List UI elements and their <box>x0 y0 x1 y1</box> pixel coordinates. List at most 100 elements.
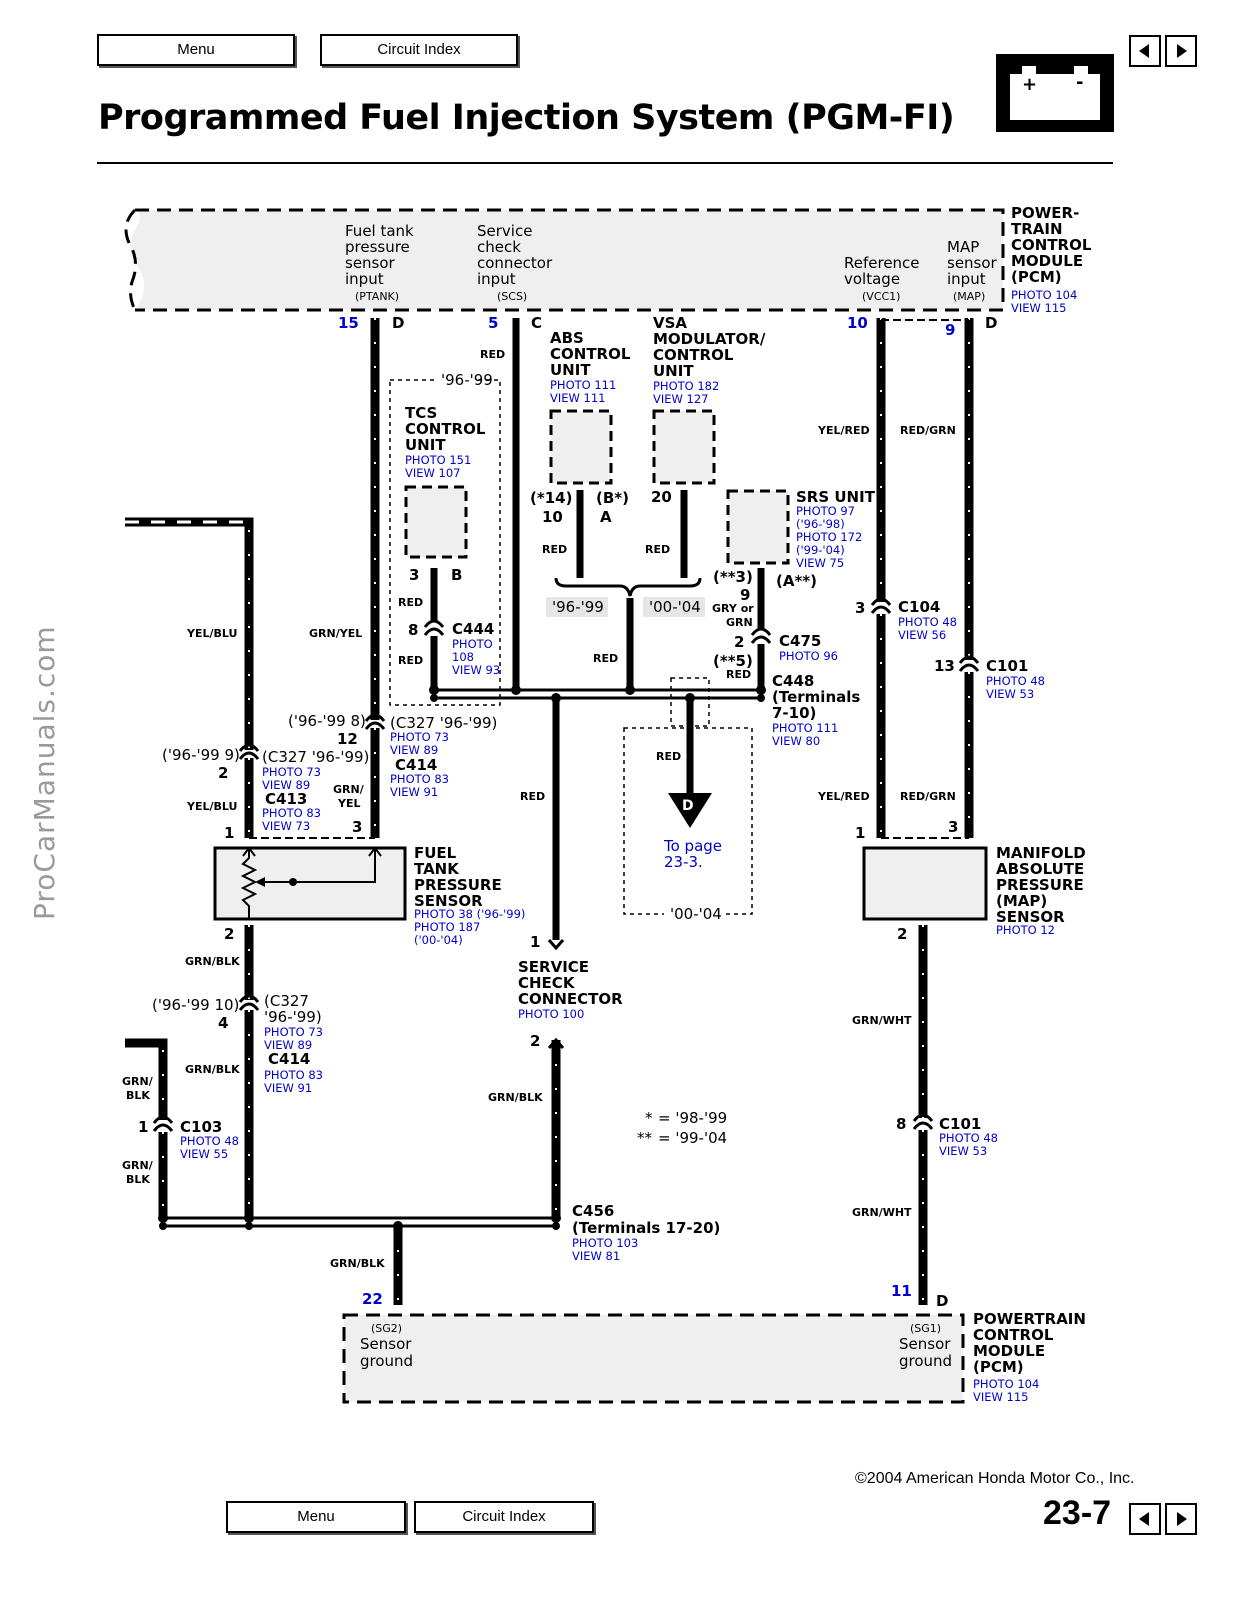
map-sensor-pin-1: 1 <box>855 824 865 842</box>
c448-sub-0: (Terminals <box>772 688 860 706</box>
c414a-name: C414 <box>395 756 437 774</box>
c456-name: C456 <box>572 1202 614 1220</box>
pcm-top-label: POWER- TRAIN CONTROL MODULE (PCM) PHOTO … <box>1011 204 1092 315</box>
wire-labels: RED RED RED RED RED RED RED RED RED YEL/… <box>122 348 956 1270</box>
pcm-bottom-box: 22 (SG2) Sensor ground 11 D (SG1) Sensor… <box>342 1282 1086 1404</box>
offpage-years: '00-'04 <box>670 905 722 923</box>
c448-pin: (**5) <box>713 652 753 670</box>
wires <box>125 318 974 1305</box>
pcm-bottom-name-3: (PCM) <box>973 1358 1024 1376</box>
abs-pin-b: (B*) <box>596 489 629 507</box>
c414b-ref-0: PHOTO 83 <box>264 1068 323 1082</box>
abs-name-2: UNIT <box>550 361 591 379</box>
pcm-bottom-right-line-1: ground <box>899 1352 952 1370</box>
c104-name: C104 <box>898 598 940 616</box>
c101-top-pin: 13 <box>934 657 955 675</box>
vsa-ref-1: VIEW 127 <box>653 392 709 406</box>
wire-red-tcs-2: RED <box>398 654 423 667</box>
arrow-right-icon <box>1177 44 1187 58</box>
scc-name-1: CHECK <box>518 974 576 992</box>
wire-red-offpage: RED <box>656 750 681 763</box>
abs-name-1: CONTROL <box>550 345 631 363</box>
pcm-top-name-2: CONTROL <box>1011 236 1092 254</box>
c448-sub-1: 7-10) <box>772 704 816 722</box>
wire-yel-blu-1: YEL/BLU <box>186 627 237 640</box>
pcm-top-ref-1: VIEW 115 <box>1011 301 1067 315</box>
c413-ref-0: PHOTO 83 <box>262 806 321 820</box>
pcm-top-box <box>124 208 1005 312</box>
next-page-button-bottom[interactable] <box>1165 1503 1197 1535</box>
map-line-0: MAP <box>947 238 979 256</box>
prev-page-button[interactable] <box>1129 35 1161 67</box>
fuel-tank-pressure-sensor: FUEL TANK PRESSURE SENSOR PHOTO 38 ('96-… <box>213 818 525 947</box>
c475-pin: 2 <box>734 633 744 651</box>
pcm-top-name-4: (PCM) <box>1011 268 1062 286</box>
map-signal: (MAP) <box>953 290 985 303</box>
wire-grn-yel: GRN/YEL <box>309 627 362 640</box>
scc-ref-0: PHOTO 100 <box>518 1007 584 1021</box>
abs-unit: ABS CONTROL UNIT PHOTO 111 VIEW 111 (*14… <box>530 329 631 526</box>
tcs-name-1: CONTROL <box>405 420 486 438</box>
wire-grn-blk-split-2: GRN/ <box>122 1159 154 1172</box>
c444-pin: 8 <box>408 621 418 639</box>
c103-name: C103 <box>180 1118 222 1136</box>
abs-ref-0: PHOTO 111 <box>550 378 616 392</box>
page-title: Programmed Fuel Injection System (PGM-FI… <box>98 98 955 138</box>
pcm-bottom-right-conn: D <box>936 1292 948 1310</box>
year-late: '00-'04 <box>649 598 701 616</box>
next-page-button[interactable] <box>1165 35 1197 67</box>
tcs-ref-1: VIEW 107 <box>405 466 461 480</box>
scs-conn: C <box>531 314 542 332</box>
circuit-index-button[interactable]: Circuit Index <box>320 34 518 66</box>
scs-signal: (SCS) <box>497 290 527 303</box>
wire-gry-grn-0: GRY or <box>712 602 754 615</box>
pcm-top-name-3: MODULE <box>1011 252 1083 270</box>
connector-labels: 8 C444 PHOTO 108 VIEW 93 2 C475 PHOTO 96… <box>138 598 1045 1263</box>
menu-button-bottom[interactable]: Menu <box>226 1501 406 1533</box>
abs-pin-a: (*14) <box>530 489 572 507</box>
pcm-bottom-left-pin: 22 <box>362 1290 383 1308</box>
tcs-name-2: UNIT <box>405 436 446 454</box>
map-pin: 9 <box>945 321 955 339</box>
pcm-input-ptank: Fuel tank pressure sensor input (PTANK) … <box>338 222 414 332</box>
circuit-index-button-bottom[interactable]: Circuit Index <box>414 1501 594 1533</box>
map-line-2: input <box>947 270 986 288</box>
pcm-input-map: MAP sensor input (MAP) 9 D <box>945 238 998 339</box>
map-sensor-pin-3: 3 <box>948 818 958 836</box>
menu-button[interactable]: Menu <box>97 34 295 66</box>
legend-sym-1: ** <box>637 1129 653 1147</box>
wire-grn-blk-1: GRN/BLK <box>185 955 240 968</box>
offpage-text-0[interactable]: To page <box>663 837 722 855</box>
wire-grn-yel-split-1: YEL <box>337 797 361 810</box>
fts-ref-0: PHOTO 38 ('96-'99) <box>414 907 525 921</box>
scs-line-3: input <box>477 270 516 288</box>
wire-red-abs: RED <box>542 543 567 556</box>
wire-red-vsa: RED <box>645 543 670 556</box>
offpage-text-1[interactable]: 23-3. <box>664 853 703 871</box>
c104-ref-0: PHOTO 48 <box>898 615 957 629</box>
map-sensor: MANIFOLD ABSOLUTE PRESSURE (MAP) SENSOR … <box>855 818 1086 943</box>
pcm-bottom-ref-0: PHOTO 104 <box>973 1377 1039 1391</box>
c327c-name: (C327 <box>264 992 309 1010</box>
legend-text-1: = '99-'04 <box>658 1129 727 1147</box>
ptank-line-0: Fuel tank <box>345 222 414 240</box>
c413-ref-1: VIEW 73 <box>262 819 310 833</box>
wire-red-tcs-1: RED <box>398 596 423 609</box>
wire-red-grn-1: RED/GRN <box>900 424 956 437</box>
pcm-input-vcc1: Reference voltage (VCC1) 10 <box>844 254 920 332</box>
service-check-connector: 1 SERVICE CHECK CONNECTOR PHOTO 100 2 <box>518 933 623 1050</box>
vcc1-line-1: voltage <box>844 270 900 288</box>
abs-ref-1: VIEW 111 <box>550 391 606 405</box>
ptank-line-3: input <box>345 270 384 288</box>
scs-pin: 5 <box>488 314 498 332</box>
ptank-line-1: pressure <box>345 238 410 256</box>
map-conn: D <box>985 314 997 332</box>
pcm-bottom-right-pin: 11 <box>891 1282 912 1300</box>
fts-name-0: FUEL <box>414 844 457 862</box>
year-tags: '96-'99 '00-'04 <box>546 597 705 617</box>
srs-ref-0: PHOTO 97 <box>796 504 855 518</box>
prev-page-button-bottom[interactable] <box>1129 1503 1161 1535</box>
battery-minus: - <box>1076 72 1083 93</box>
ptank-line-2: sensor <box>345 254 396 272</box>
wire-red-scs: RED <box>480 348 505 361</box>
